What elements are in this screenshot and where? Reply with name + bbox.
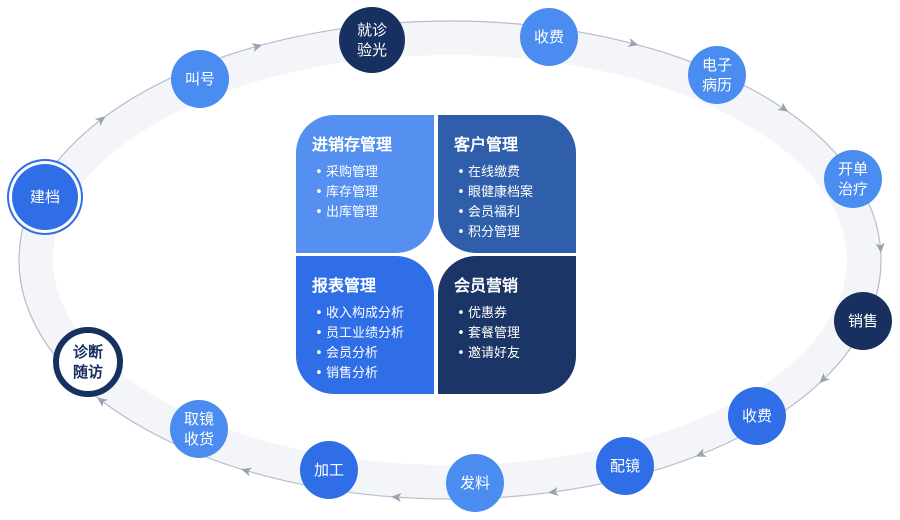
module-title: 进销存管理 bbox=[312, 135, 393, 154]
flow-step-prescribe-treatment[interactable]: 开单治疗 bbox=[824, 150, 882, 208]
module-inventory[interactable]: 进销存管理 采购管理 库存管理 出库管理 bbox=[296, 115, 434, 253]
module-item: 套餐管理 bbox=[454, 324, 576, 344]
flow-arrow-icon bbox=[777, 102, 789, 112]
module-item: 会员福利 bbox=[454, 203, 576, 223]
flow-arrow-icon bbox=[251, 43, 263, 52]
module-item: 在线缴费 bbox=[454, 163, 576, 183]
flow-arrow-icon bbox=[97, 397, 108, 408]
flow-step-diagnosis-followup[interactable]: 诊断随访 bbox=[53, 327, 123, 397]
module-item: 积分管理 bbox=[454, 223, 576, 243]
module-item: 库存管理 bbox=[312, 183, 434, 203]
module-title: 客户管理 bbox=[454, 135, 519, 154]
module-item: 出库管理 bbox=[312, 203, 434, 223]
module-title: 会员营销 bbox=[454, 276, 519, 295]
module-item: 眼健康档案 bbox=[454, 183, 576, 203]
module-reports[interactable]: 报表管理 收入构成分析 员工业绩分析 会员分析 销售分析 bbox=[296, 256, 434, 394]
flow-step-queue-call[interactable]: 叫号 bbox=[171, 50, 229, 108]
flow-step-processing[interactable]: 加工 bbox=[300, 441, 358, 499]
flow-step-payment-2[interactable]: 收费 bbox=[728, 387, 786, 445]
module-item: 销售分析 bbox=[312, 364, 434, 384]
module-item: 优惠券 bbox=[454, 304, 576, 324]
flow-arrow-icon bbox=[391, 492, 402, 502]
module-item: 邀请好友 bbox=[454, 344, 576, 364]
flow-step-consult-optometry[interactable]: 就诊验光 bbox=[339, 7, 405, 73]
flow-arrow-icon bbox=[548, 486, 559, 496]
flow-arrow-icon bbox=[627, 38, 639, 47]
flow-arrow-icon bbox=[819, 372, 830, 384]
module-title: 报表管理 bbox=[312, 276, 377, 295]
module-item: 收入构成分析 bbox=[312, 304, 434, 324]
module-member-marketing[interactable]: 会员营销 优惠券 套餐管理 邀请好友 bbox=[438, 256, 576, 394]
module-customer[interactable]: 客户管理 在线缴费 眼健康档案 会员福利 积分管理 bbox=[438, 115, 576, 253]
flow-step-sales[interactable]: 销售 bbox=[834, 292, 892, 350]
flow-arrow-icon bbox=[241, 467, 252, 477]
flow-step-medical-record[interactable]: 电子病历 bbox=[688, 46, 746, 104]
flow-arrow-icon bbox=[94, 116, 106, 127]
flow-arrow-icon bbox=[875, 242, 885, 253]
flow-step-payment[interactable]: 收费 bbox=[520, 8, 578, 66]
flow-step-pickup-receipt[interactable]: 取镜收货 bbox=[170, 400, 228, 458]
module-item: 采购管理 bbox=[312, 163, 434, 183]
flow-step-material-issue[interactable]: 发料 bbox=[446, 454, 504, 512]
flow-arrow-icon bbox=[695, 448, 707, 457]
module-item: 员工业绩分析 bbox=[312, 324, 434, 344]
module-item: 会员分析 bbox=[312, 344, 434, 364]
flow-step-glasses-fitting[interactable]: 配镜 bbox=[596, 437, 654, 495]
flow-step-create-file[interactable]: 建档 bbox=[12, 164, 78, 230]
